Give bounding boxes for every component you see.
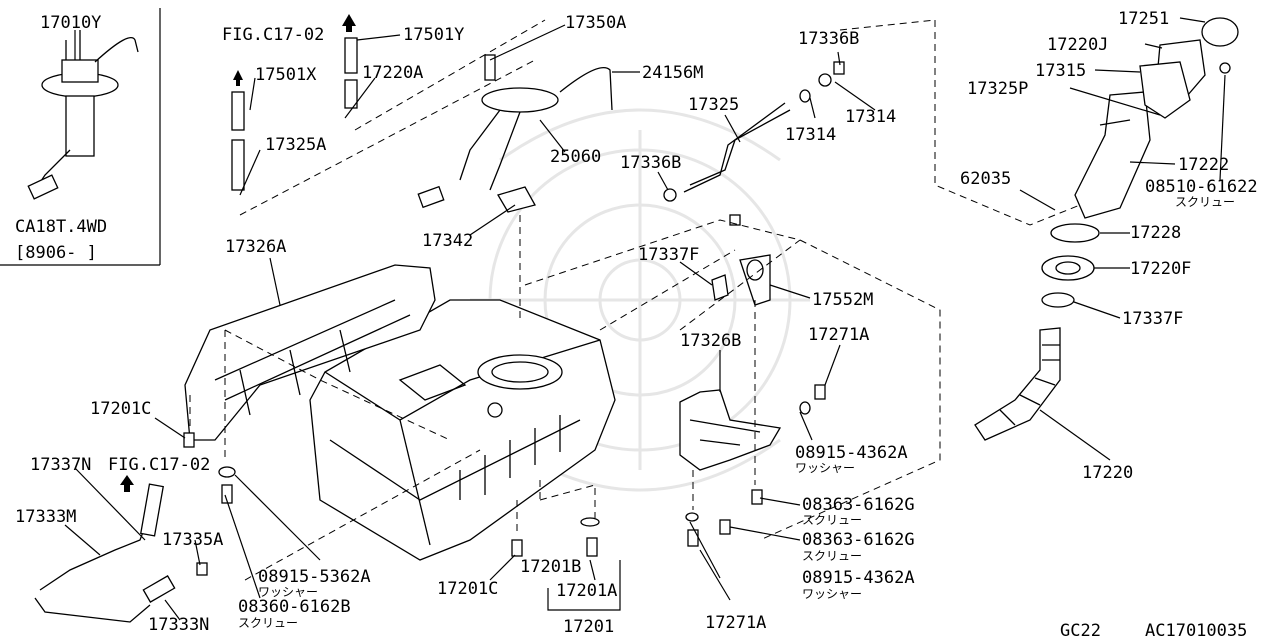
watermark-emblem <box>470 108 810 492</box>
label-17501Y: 17501Y <box>403 25 464 45</box>
figref-top: FIG.C17-02 <box>222 25 324 45</box>
label-17220J: 17220J <box>1047 35 1108 55</box>
label-62035: 62035 <box>960 169 1011 189</box>
filler-neck <box>1074 17 1239 219</box>
figref-left: FIG.C17-02 <box>108 455 210 475</box>
label-17333N: 17333N <box>148 615 209 635</box>
label-17314-a: 17314 <box>785 125 836 145</box>
filler-rings <box>1041 223 1100 308</box>
label-17336B-top: 17336B <box>798 29 859 49</box>
code-08915-5362: 08915-5362A <box>258 567 371 587</box>
label-17201C-bot: 17201C <box>437 579 498 599</box>
label-inset-model: CA18T.4WD <box>15 217 107 237</box>
code-08363-a: 08363-6162G <box>802 495 915 515</box>
label-inset-part: 17010Y <box>40 13 101 33</box>
jp-washer-c: ワッシャー <box>258 585 318 599</box>
label-17337N: 17337N <box>30 455 91 475</box>
label-17315: 17315 <box>1035 61 1086 81</box>
label-17314-b: 17314 <box>845 107 896 127</box>
label-17350A: 17350A <box>565 13 626 33</box>
fuel-pump-inset <box>27 30 139 200</box>
label-17228: 17228 <box>1130 223 1181 243</box>
label-17325P: 17325P <box>967 79 1028 99</box>
label-17501X: 17501X <box>255 65 317 85</box>
code-08363-b: 08363-6162G <box>802 530 915 550</box>
jp-screw-a: スクリュー <box>802 513 862 527</box>
label-17326A: 17326A <box>225 237 286 257</box>
bolts <box>183 214 826 557</box>
label-17325A: 17325A <box>265 135 326 155</box>
leader-lines <box>64 17 1226 621</box>
label-17251: 17251 <box>1118 9 1169 29</box>
dashed-guides <box>189 19 1081 581</box>
label-17271A-top: 17271A <box>808 325 869 345</box>
label-17333M: 17333M <box>15 507 76 527</box>
lower-left-pipes <box>34 475 208 623</box>
label-17337F-a: 17337F <box>638 245 699 265</box>
label-17201C-top: 17201C <box>90 399 151 419</box>
label-17336B-mid: 17336B <box>620 153 681 173</box>
label-17342: 17342 <box>422 231 473 251</box>
label-17220A: 17220A <box>362 63 423 83</box>
heat-shield-b <box>679 389 782 471</box>
label-17222: 17222 <box>1178 155 1229 175</box>
footer-model: GC22 <box>1060 621 1101 638</box>
part-labels: 17010Y CA18T.4WD [8906- ] FIG.C17-02 175… <box>15 9 1258 638</box>
jp-screw-d: スクリュー <box>1175 195 1235 209</box>
label-17271A-bot: 17271A <box>705 613 766 633</box>
label-25060: 25060 <box>550 147 601 167</box>
label-24156M: 24156M <box>642 63 703 83</box>
fuel-tank <box>309 299 616 561</box>
heat-shield-a <box>184 264 436 441</box>
jp-screw-c: スクリュー <box>238 616 298 630</box>
label-17337F-b: 17337F <box>1122 309 1183 329</box>
jp-screw-b: スクリュー <box>802 549 862 563</box>
inset-frame <box>0 8 161 266</box>
hoses-top-left <box>231 14 358 191</box>
strap-bracket <box>711 254 771 306</box>
label-inset-date: [8906- ] <box>15 243 97 263</box>
label-17201A: 17201A <box>556 581 617 601</box>
label-17220F: 17220F <box>1130 259 1191 279</box>
code-08510: 08510-61622 <box>1145 177 1258 197</box>
label-17201: 17201 <box>563 617 614 637</box>
code-08915-a: 08915-4362A <box>795 443 908 463</box>
label-17335A: 17335A <box>162 530 223 550</box>
label-17552M: 17552M <box>812 290 873 310</box>
code-08915-b: 08915-4362A <box>802 568 915 588</box>
label-17201B: 17201B <box>520 557 581 577</box>
label-17325: 17325 <box>688 95 739 115</box>
jp-washer-b: ワッシャー <box>802 587 862 601</box>
code-08360: 08360-6162B <box>238 597 351 617</box>
label-17326B: 17326B <box>680 331 741 351</box>
footer-ref: AC17010035 <box>1145 621 1247 638</box>
filler-hose <box>974 327 1061 441</box>
fuel-gauge-unit <box>417 54 613 213</box>
jp-washer-a: ワッシャー <box>795 461 855 475</box>
label-17220: 17220 <box>1082 463 1133 483</box>
